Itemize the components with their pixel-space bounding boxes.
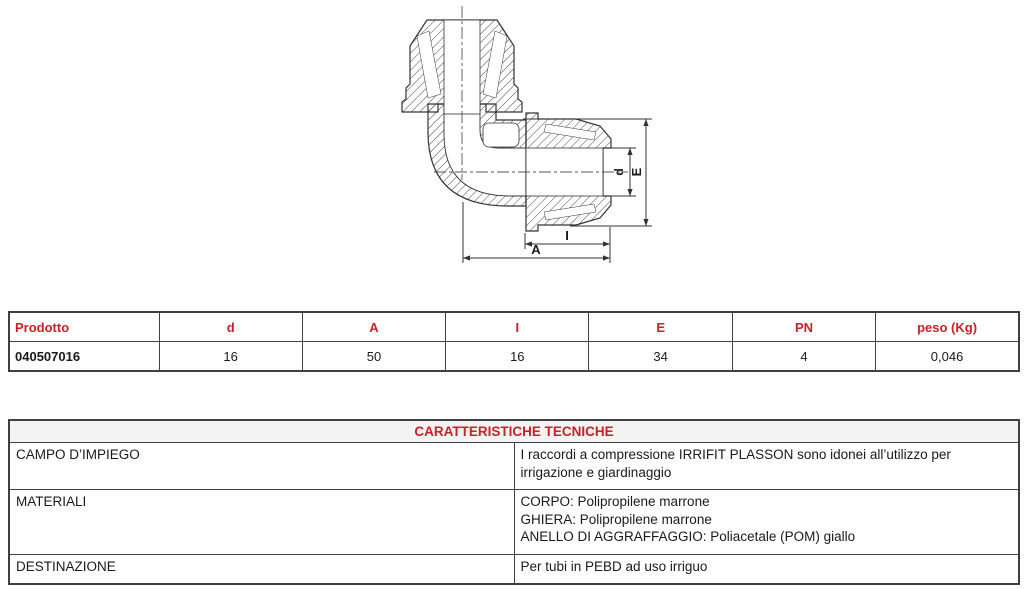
tech-value-line: GHIERA: Polipropilene marrone xyxy=(520,511,712,527)
tech-value-line: I raccordi a compressione IRRIFIT PLASSO… xyxy=(520,447,951,480)
tech-row-destinazione: DESTINAZIONE Per tubi in PEBD ad uso irr… xyxy=(8,554,1020,585)
centerlines xyxy=(434,6,628,180)
tech-row-label: CAMPO D’IMPIEGO xyxy=(8,442,515,491)
dim-label-e: E xyxy=(629,167,644,176)
product-value-peso: 0,046 xyxy=(875,341,1020,372)
tech-row-label: MATERIALI xyxy=(8,489,515,556)
product-col-a: A xyxy=(301,311,447,342)
product-col-e: E xyxy=(588,311,733,342)
tech-row-campo-impiego: CAMPO D’IMPIEGO I raccordi a compression… xyxy=(8,442,1020,491)
dim-label-i: I xyxy=(565,228,569,243)
dimension-arrows xyxy=(463,119,649,261)
tech-value-line: ANELLO DI AGGRAFFAGGIO: Poliacetale (POM… xyxy=(520,528,856,544)
tech-row-materiali: MATERIALI CORPO: Polipropilene marrone G… xyxy=(8,489,1020,556)
product-col-d: d xyxy=(158,311,303,342)
elbow-body xyxy=(427,103,527,207)
technical-drawing: d E I A xyxy=(401,6,652,263)
tech-value-line: CORPO: Polipropilene marrone xyxy=(520,494,710,510)
tech-row-label: DESTINAZIONE xyxy=(8,554,515,585)
product-col-peso: peso (Kg) xyxy=(875,311,1020,342)
product-table: Prodotto d A I E PN peso (Kg) 040507016 … xyxy=(8,311,1020,372)
product-col-prodotto: Prodotto xyxy=(8,311,160,342)
product-header-row: Prodotto d A I E PN peso (Kg) xyxy=(8,311,1020,342)
tech-value-line: Per tubi in PEBD ad uso irriguo xyxy=(520,559,708,575)
dim-label-d: d xyxy=(612,168,626,175)
product-code: 040507016 xyxy=(8,341,160,372)
product-data-row: 040507016 16 50 16 34 4 0,046 xyxy=(8,341,1020,372)
product-col-i: I xyxy=(445,311,590,342)
product-value-pn: 4 xyxy=(731,341,877,372)
product-value-i: 16 xyxy=(445,341,590,372)
product-col-pn: PN xyxy=(731,311,877,342)
tech-table: CARATTERISTICHE TECNICHE CAMPO D’IMPIEGO… xyxy=(8,419,1020,586)
tech-table-title: CARATTERISTICHE TECNICHE xyxy=(8,419,1020,444)
tech-row-value: I raccordi a compressione IRRIFIT PLASSO… xyxy=(513,442,1020,491)
tech-row-value: CORPO: Polipropilene marrone GHIERA: Pol… xyxy=(513,489,1020,556)
product-value-d: 16 xyxy=(158,341,303,372)
product-value-e: 34 xyxy=(588,341,733,372)
dimensions xyxy=(462,118,652,263)
tech-row-value: Per tubi in PEBD ad uso irriguo xyxy=(513,554,1020,585)
tech-title-row: CARATTERISTICHE TECNICHE xyxy=(8,419,1020,444)
product-value-a: 50 xyxy=(301,341,447,372)
dim-label-a: A xyxy=(531,242,541,257)
